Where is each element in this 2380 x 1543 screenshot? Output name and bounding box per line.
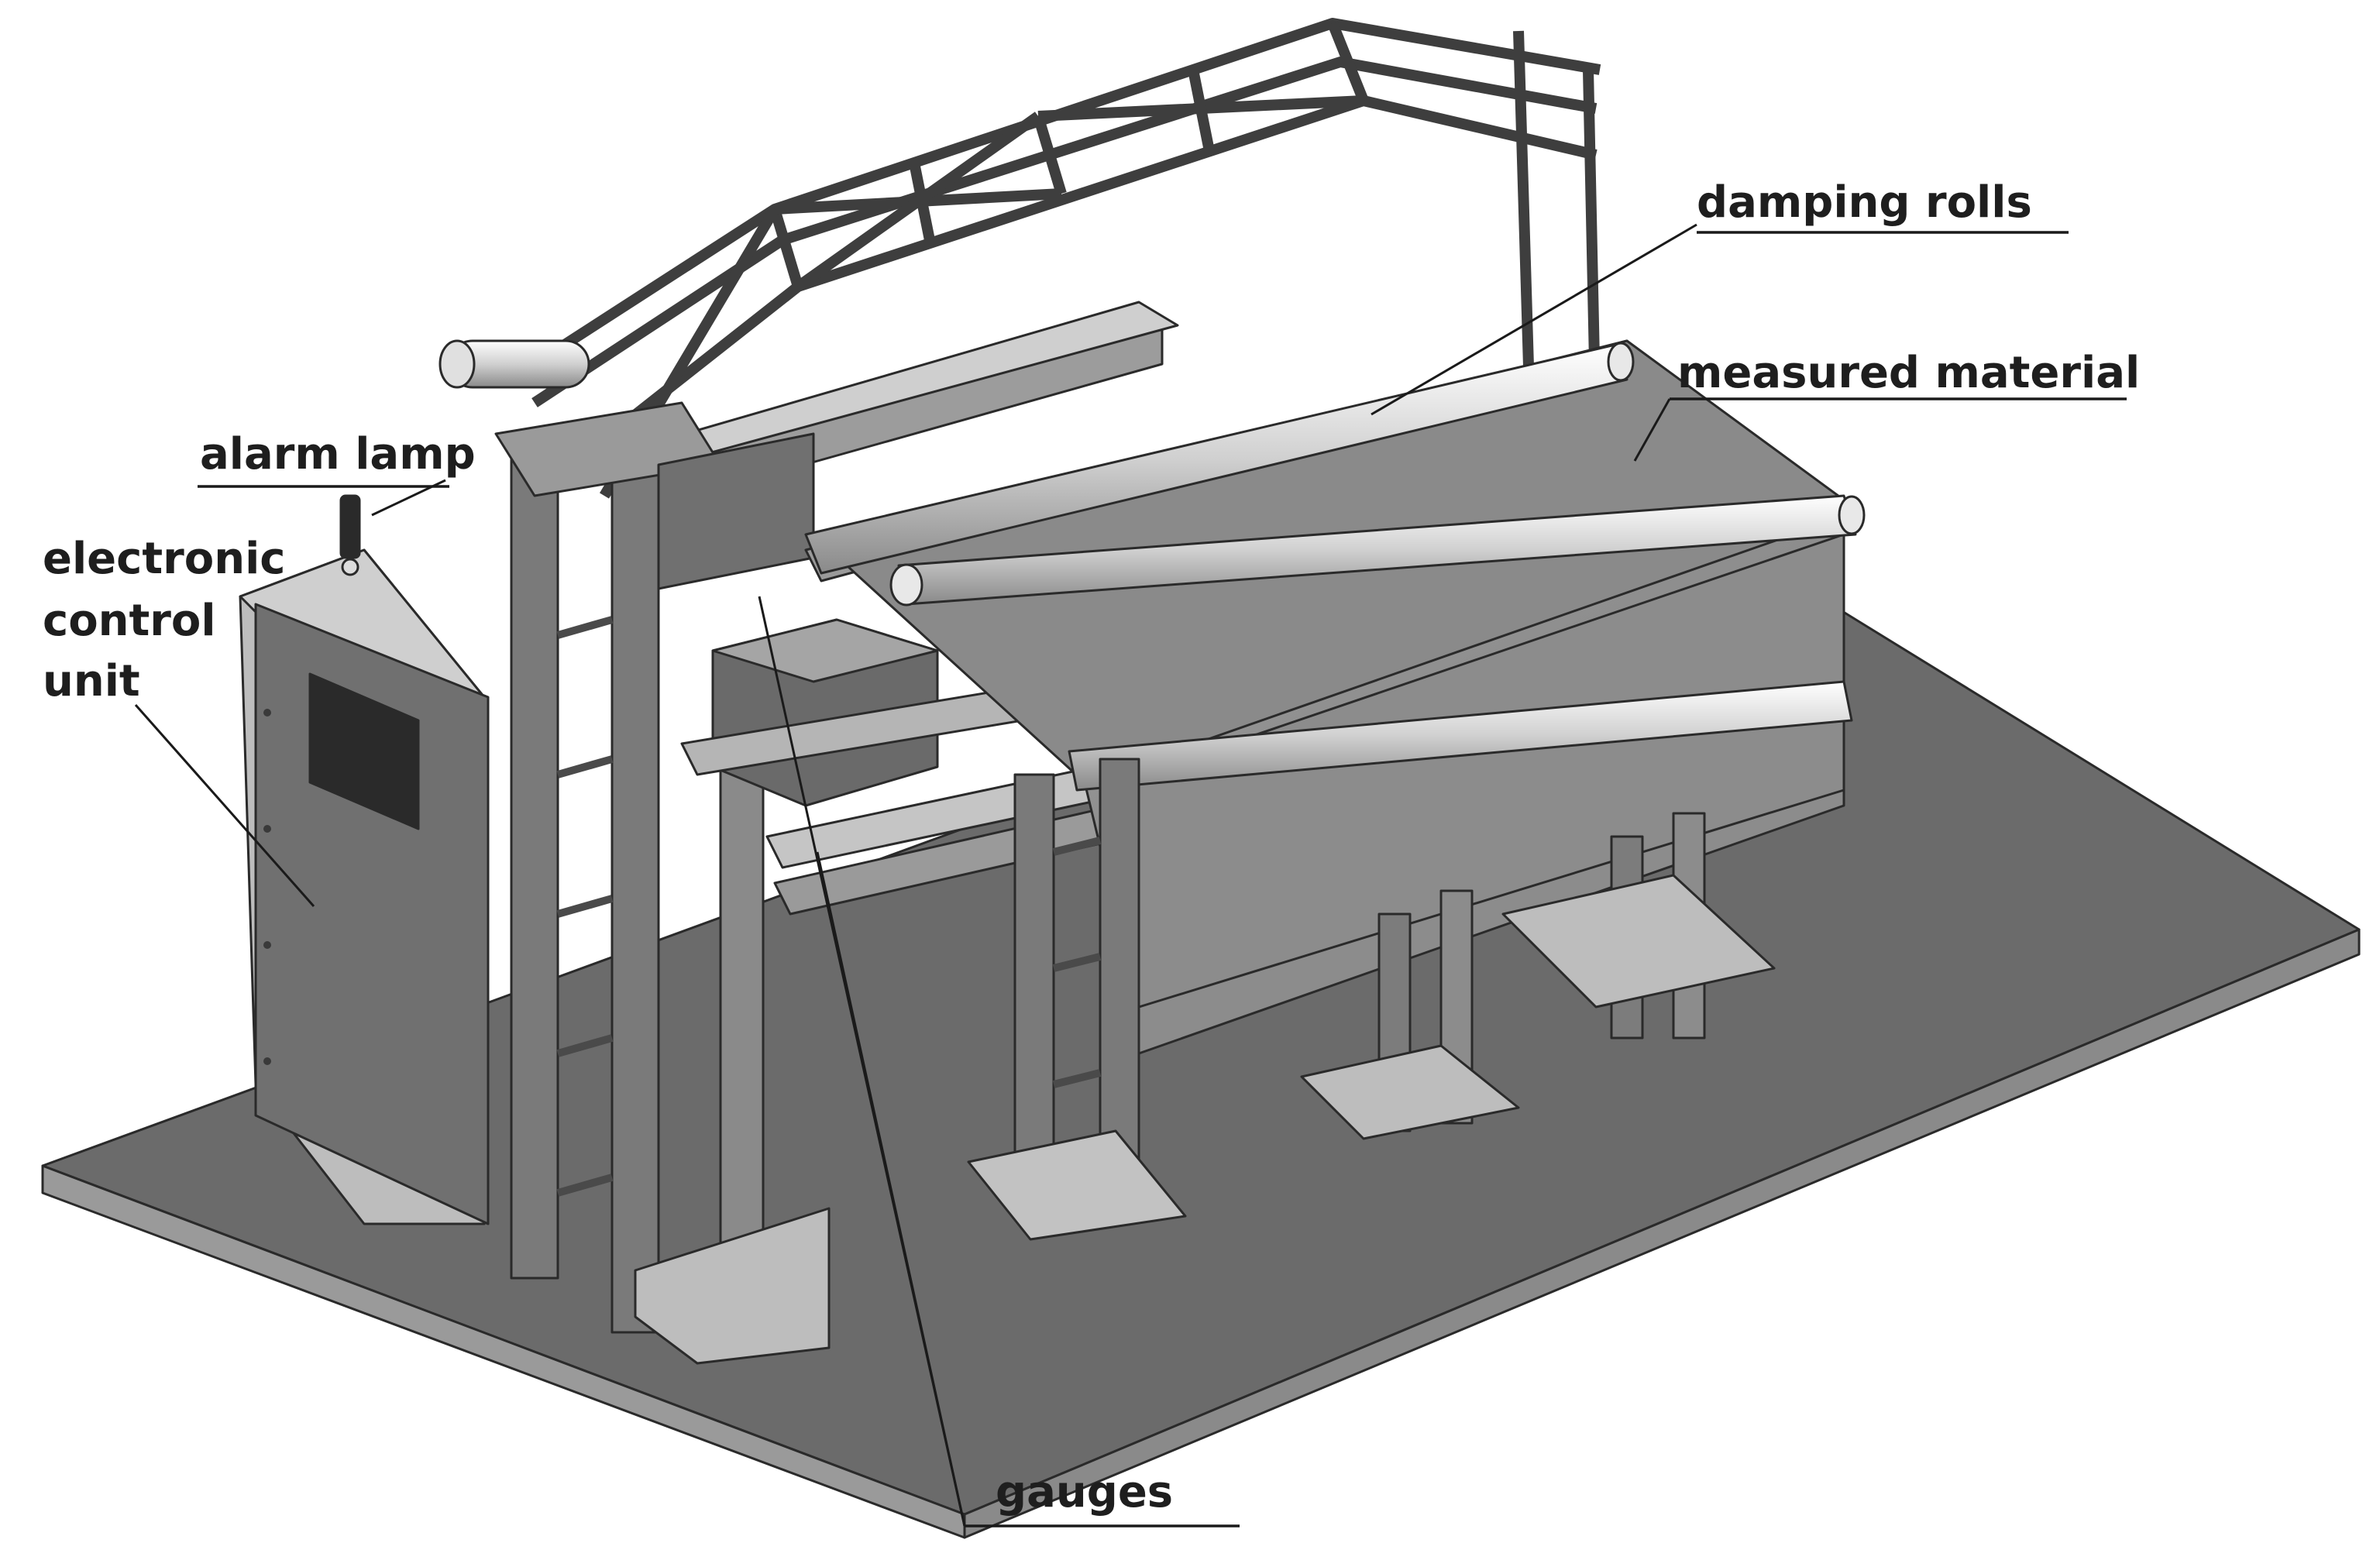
base-plate-right [963,928,2361,1539]
label-gauges: gauges [996,1467,1173,1517]
label-ecu-line-1: electronic [43,534,285,584]
label-damping-rolls: damping rolls [1697,177,2032,228]
leader-ecu [134,704,315,907]
leader-damping-rolls [1371,223,1697,416]
control-cabinet [239,548,490,1225]
guide-roll-top [439,339,590,389]
label-alarm-lamp: alarm lamp [200,429,476,479]
guide-roll-lower [1068,680,1853,792]
leader-measured-material [1633,398,1671,462]
label-measured-material: measured material [1677,348,2140,398]
leader-lines [134,223,2127,1528]
leader-gauges-2 [816,851,966,1527]
right-tower [967,758,1187,1241]
label-ecu-line-2: control [43,596,216,646]
label-ecu-line-3: unit [43,656,140,706]
support-legs [1300,812,1776,1140]
damping-roll-front [889,494,1866,607]
damping-roll-rear [804,342,1635,575]
labels: damping rolls measured material alarm la… [43,177,2140,1517]
gantry-truss [531,18,1601,499]
alarm-lamp [339,494,361,576]
left-tower [494,401,831,1365]
